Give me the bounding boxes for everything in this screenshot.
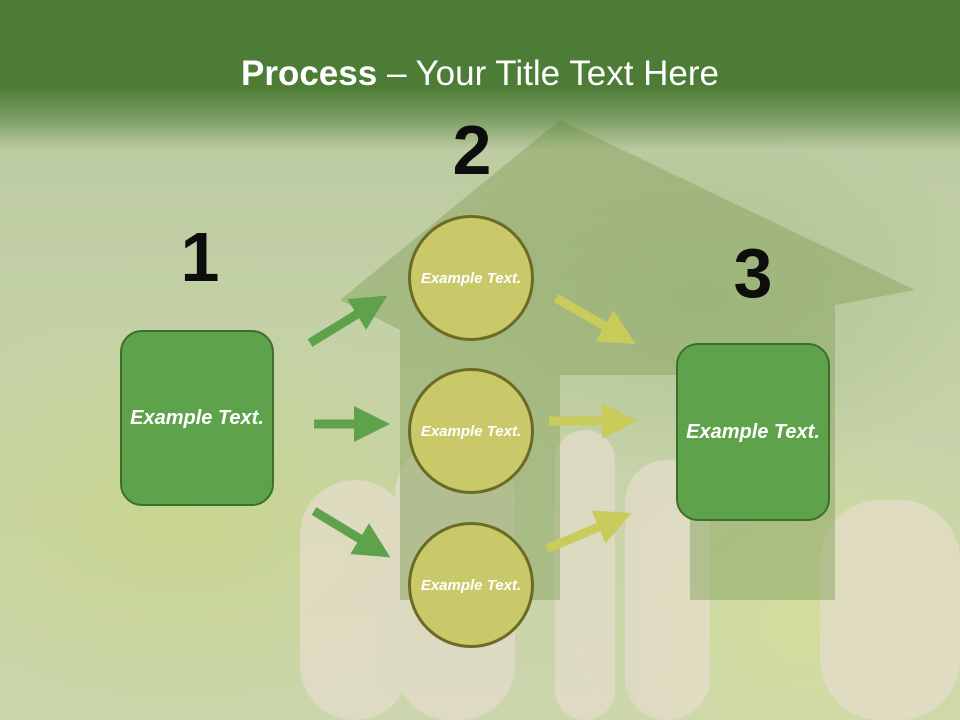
slide-title: Process – Your Title Text Here: [0, 52, 960, 96]
process-circle-3: Example Text.: [408, 522, 534, 648]
arrow-from-circle-3: [545, 510, 632, 554]
process-circle-2: Example Text.: [408, 368, 534, 494]
process-circle-1: Example Text.: [408, 215, 534, 341]
arrow-to-circle-1: [307, 295, 388, 347]
title-bar: [0, 0, 960, 150]
title-rest: – Your Title Text Here: [377, 54, 719, 93]
step-number-1: 1: [180, 218, 220, 296]
arrow-to-circle-3: [311, 507, 391, 558]
step-number-3: 3: [733, 234, 773, 312]
title-bold: Process: [241, 54, 378, 93]
step-number-2: 2: [452, 111, 492, 189]
left-process-box: Example Text.: [120, 330, 274, 506]
arrow-from-circle-1: [553, 294, 636, 345]
right-process-box: Example Text.: [676, 343, 830, 521]
